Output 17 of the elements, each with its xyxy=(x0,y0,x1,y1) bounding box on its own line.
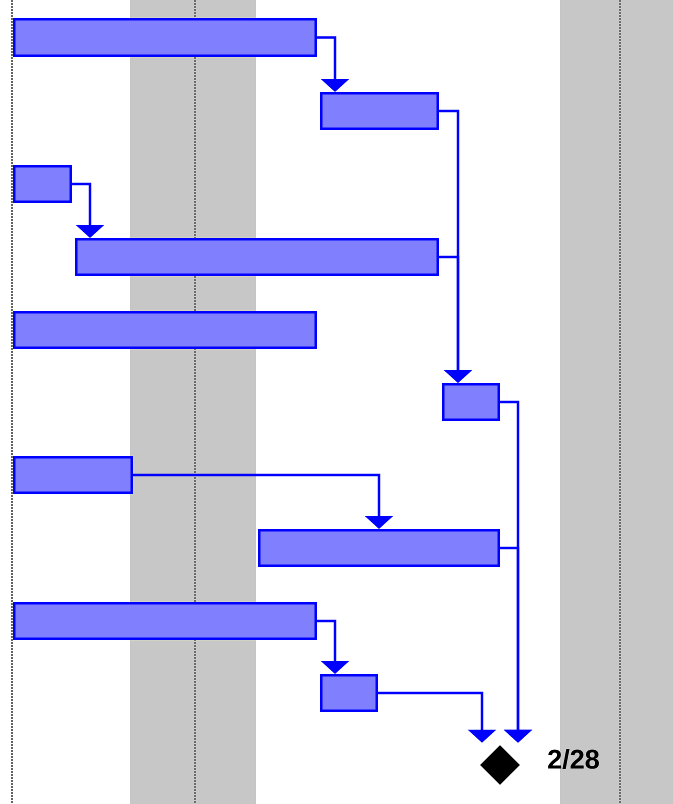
task-bar xyxy=(13,456,133,494)
task-bar xyxy=(75,238,439,276)
milestone-diamond xyxy=(480,745,520,785)
dependency-arrow xyxy=(133,474,394,529)
dependency-arrow xyxy=(439,256,472,383)
task-bar xyxy=(320,674,378,712)
task-bar xyxy=(258,529,500,567)
dependency-arrow xyxy=(72,182,104,238)
task-bar xyxy=(13,602,317,640)
dependency-arrow xyxy=(317,620,350,674)
milestone-date: 2/28 xyxy=(548,748,599,770)
task-bar xyxy=(442,383,500,421)
dependency-arrow xyxy=(317,36,350,92)
task-bar xyxy=(13,165,72,203)
task-bar xyxy=(320,92,439,130)
task-bar xyxy=(13,311,317,349)
task-bar xyxy=(13,18,317,57)
